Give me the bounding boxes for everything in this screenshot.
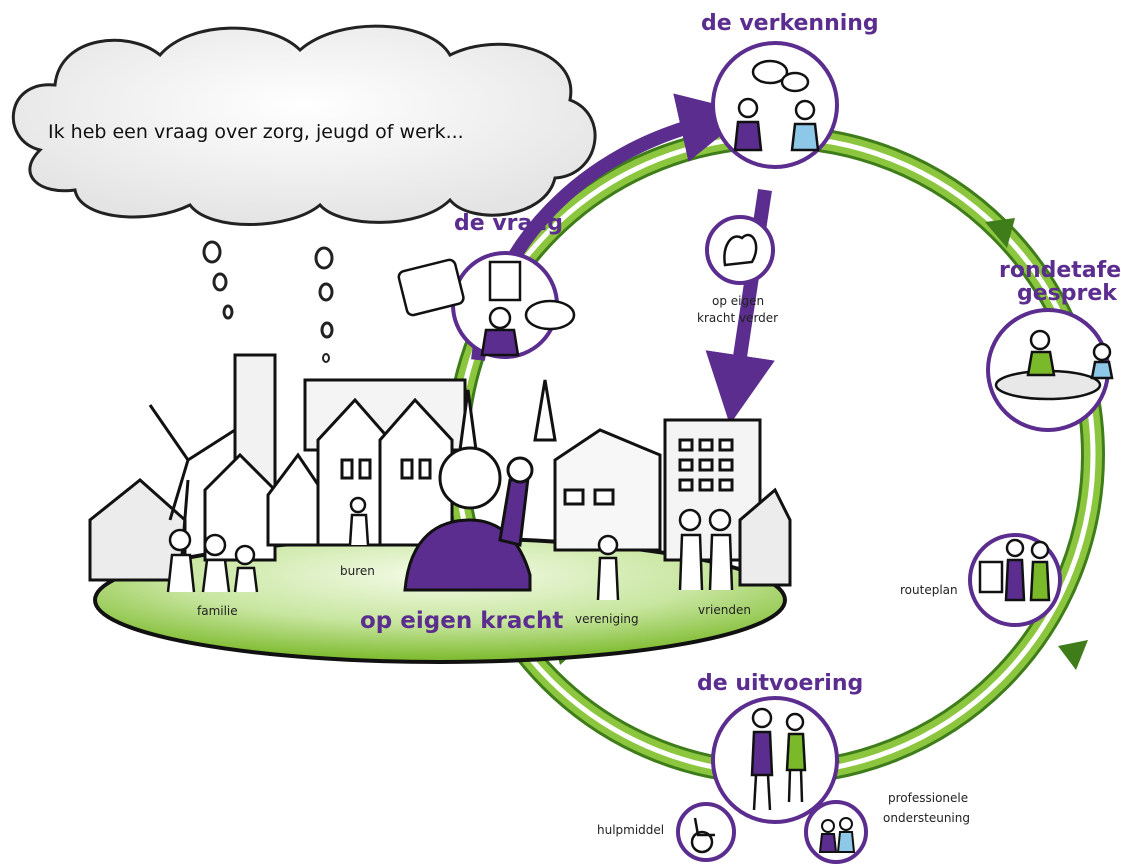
stage-rondetafel: rondetafel gesprek [986, 258, 1121, 432]
cloud-text: Ik heb een vraag over zorg, jeugd of wer… [48, 121, 464, 143]
ring-arrowhead-1 [985, 218, 1015, 248]
label-professionele-2: ondersteuning [883, 811, 970, 825]
stage-verkenning: de verkenning [701, 11, 879, 169]
stage-routeplan: routeplan [900, 533, 1062, 627]
people-icon [733, 97, 820, 152]
tablet-icon [397, 258, 576, 331]
wheelchair-icon [690, 817, 715, 854]
ring-arrowhead-2 [1058, 640, 1088, 670]
label-routeplan: routeplan [900, 583, 958, 597]
bicep-icon [723, 233, 758, 267]
thought-bubble [314, 246, 334, 270]
thought-bubble [318, 282, 334, 302]
thought-bubble [212, 272, 228, 292]
community-people [166, 496, 734, 601]
stage-label-rondetafel-2: gesprek [1017, 281, 1118, 306]
thought-bubble [320, 321, 334, 339]
label-op-eigen-kracht: op eigen kracht [360, 608, 563, 634]
stage-eigen-kracht-verder: op eigen kracht verder [697, 215, 778, 325]
stage-label-uitvoering: de uitvoering [697, 671, 863, 696]
stage-label-verkenning: de verkenning [701, 11, 879, 36]
document-icon [978, 560, 1004, 594]
label-hulpmiddel: hulpmiddel [597, 823, 664, 837]
stage-professionele-ondersteuning: professionele ondersteuning [804, 791, 970, 864]
people-icon [750, 707, 807, 811]
label-vereniging: vereniging [575, 612, 639, 626]
stage-label-rondetafel-1: rondetafel [999, 258, 1121, 283]
label-professionele-1: professionele [888, 791, 968, 805]
label-familie: familie [197, 604, 238, 618]
thought-bubble [202, 240, 222, 264]
thought-bubble [222, 304, 234, 320]
thought-bubble [322, 353, 330, 363]
label-vrienden: vrienden [698, 603, 751, 617]
stage-uitvoering: de uitvoering [697, 671, 863, 824]
label-eigen-kracht-verder-2: kracht verder [697, 311, 778, 325]
community-scene: familie buren op eigen kracht vereniging… [88, 353, 792, 664]
label-eigen-kracht-verder-1: op eigen [712, 294, 764, 308]
meeting-table-icon [994, 329, 1114, 401]
fist [506, 456, 534, 484]
stage-label-vraag: de vraag [454, 211, 563, 236]
central-person [403, 446, 534, 592]
speech-bubbles-icon [751, 59, 810, 93]
thought-cloud: Ik heb een vraag over zorg, jeugd of wer… [11, 24, 597, 363]
label-buren: buren [340, 564, 375, 578]
stage-hulpmiddel: hulpmiddel [597, 802, 736, 862]
stage-vraag: de vraag [397, 211, 576, 359]
